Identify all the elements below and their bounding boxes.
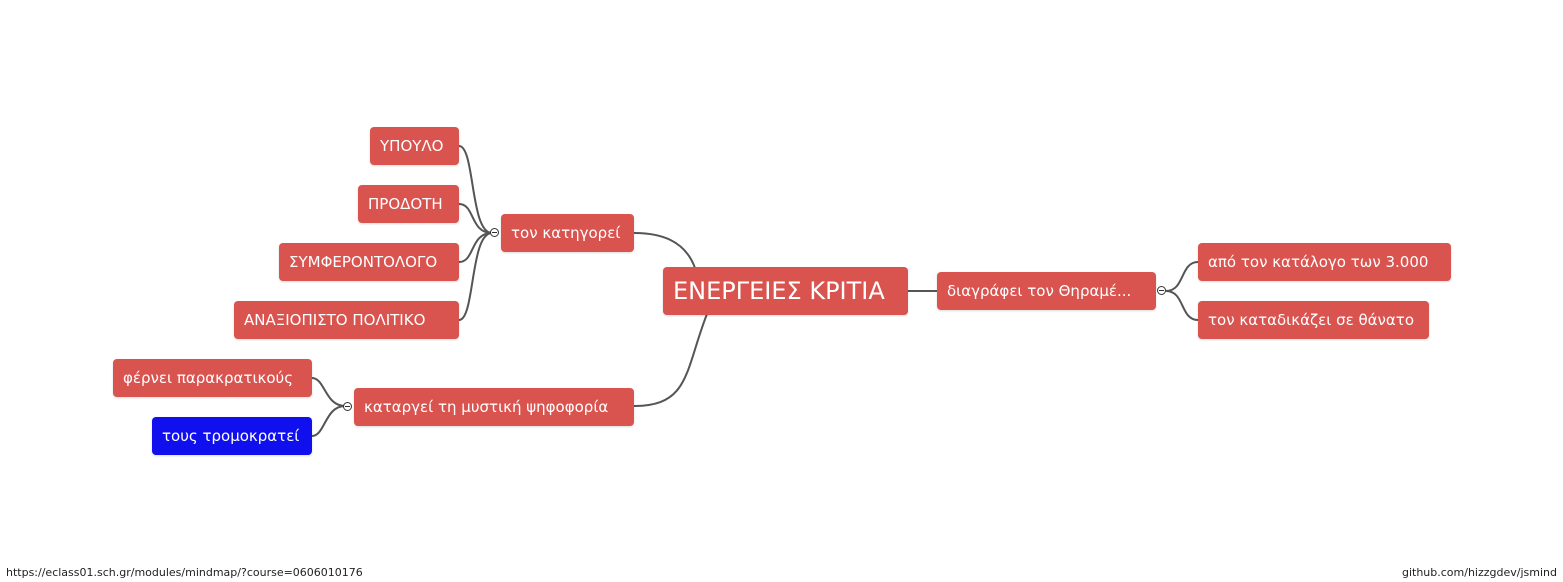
link-erase-thanato xyxy=(1165,290,1199,321)
node-diagrafei-thiramen[interactable]: διαγράφει τον Θηραμέ... xyxy=(937,272,1156,310)
link-accuse-ypoulo xyxy=(458,145,493,234)
link-abolish-tromokratei xyxy=(311,405,346,437)
node-tous-tromokratei[interactable]: τους τρομοκρατεί xyxy=(152,417,312,455)
collapse-ton-kathgorei-toggle[interactable] xyxy=(490,228,499,237)
node-prodoti[interactable]: ΠΡΟΔΟΤΗ xyxy=(358,185,459,223)
link-accuse-anaxiopisto xyxy=(458,232,493,321)
node-fernei-parakratikous[interactable]: φέρνει παρακρατικούς xyxy=(113,359,312,397)
node-anaxiopisto-politiko[interactable]: ΑΝΑΞΙΟΠΙΣΤΟ ΠΟΛΙΤΙΚΟ xyxy=(234,301,459,339)
collapse-diagrafei-toggle[interactable] xyxy=(1157,286,1166,295)
status-url: https://eclass01.sch.gr/modules/mindmap/… xyxy=(6,566,363,579)
node-ton-katadikazei[interactable]: τον καταδικάζει σε θάνατο xyxy=(1198,301,1429,339)
collapse-katargei-toggle[interactable] xyxy=(343,402,352,411)
link-accuse-symferon xyxy=(458,232,493,263)
node-ton-kathgorei[interactable]: τον κατηγορεί xyxy=(501,214,634,252)
link-erase-katalogo xyxy=(1165,261,1199,292)
link-accuse-prodoti xyxy=(458,203,493,234)
node-ypoulo[interactable]: ΥΠΟΥΛΟ xyxy=(370,127,459,165)
link-root-accuse xyxy=(633,232,696,269)
root-node[interactable]: ΕΝΕΡΓΕΙΕΣ ΚΡΙΤΙΑ xyxy=(663,267,908,315)
node-symferontologo[interactable]: ΣΥΜΦΕΡΟΝΤΟΛΟΓΟ xyxy=(279,243,459,281)
link-abolish-parakratikous xyxy=(311,377,346,407)
link-root-abolish xyxy=(633,313,708,407)
jsmind-credit-link[interactable]: github.com/hizzgdev/jsmind xyxy=(1401,566,1557,579)
node-apo-ton-katalogo[interactable]: από τον κατάλογο των 3.000 xyxy=(1198,243,1451,281)
node-katargei-mystiki-psifoforia[interactable]: καταργεί τη μυστική ψηφοφορία xyxy=(354,388,634,426)
